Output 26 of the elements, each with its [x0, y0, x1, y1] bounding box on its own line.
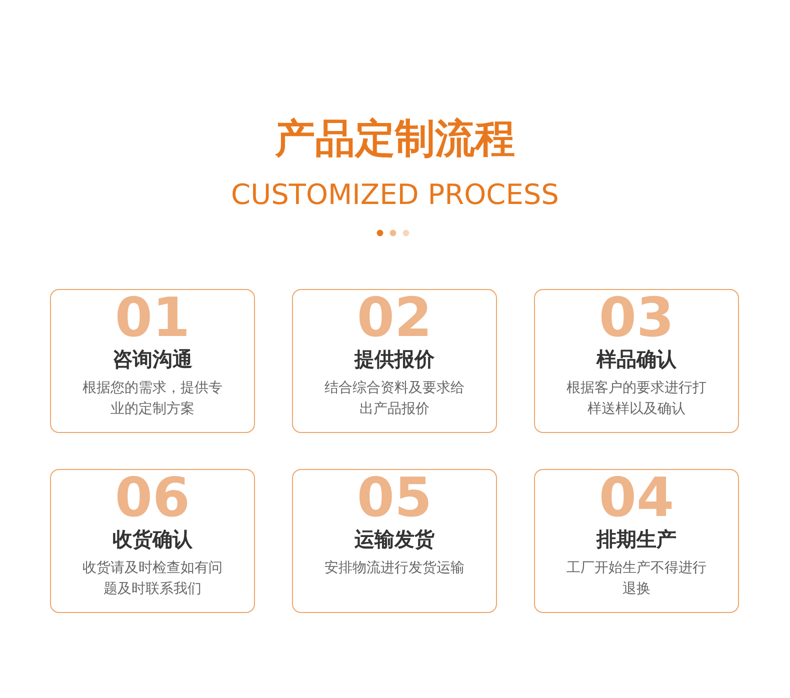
step-description: 收货请及时检查如有问题及时联系我们 — [82, 559, 224, 599]
step-title: 咨询沟通 — [112, 346, 194, 372]
step-card — [50, 289, 255, 433]
step-description: 结合综合资料及要求给出产品报价 — [324, 379, 466, 419]
step-description: 安排物流进行发货运输 — [324, 559, 466, 578]
step-number: 04 — [598, 468, 674, 528]
step-description: 根据客户的要求进行打样送样以及确认 — [566, 379, 708, 419]
step-number: 02 — [356, 288, 434, 348]
step-number: 03 — [598, 288, 676, 348]
step-title: 运输发货 — [354, 526, 436, 552]
step-description: 工厂开始生产不得进行退换 — [566, 559, 708, 599]
step-card — [50, 469, 255, 613]
step-card — [534, 289, 739, 433]
step-card — [292, 289, 497, 433]
step-number: 05 — [356, 468, 434, 528]
step-title: 收货确认 — [112, 526, 194, 552]
subtitle: CUSTOMIZED PROCESS — [230, 177, 560, 213]
step-number: 06 — [114, 468, 192, 528]
step-title: 样品确认 — [595, 346, 678, 372]
step-card — [534, 469, 739, 613]
step-card — [292, 469, 497, 613]
step-description: 根据您的需求，提供专业的定制方案 — [82, 379, 224, 419]
step-title: 提供报价 — [353, 346, 436, 372]
step-number: 01 — [114, 288, 192, 348]
page-title: 产品定制流程 — [274, 115, 516, 164]
step-title: 排期生产 — [595, 526, 678, 552]
